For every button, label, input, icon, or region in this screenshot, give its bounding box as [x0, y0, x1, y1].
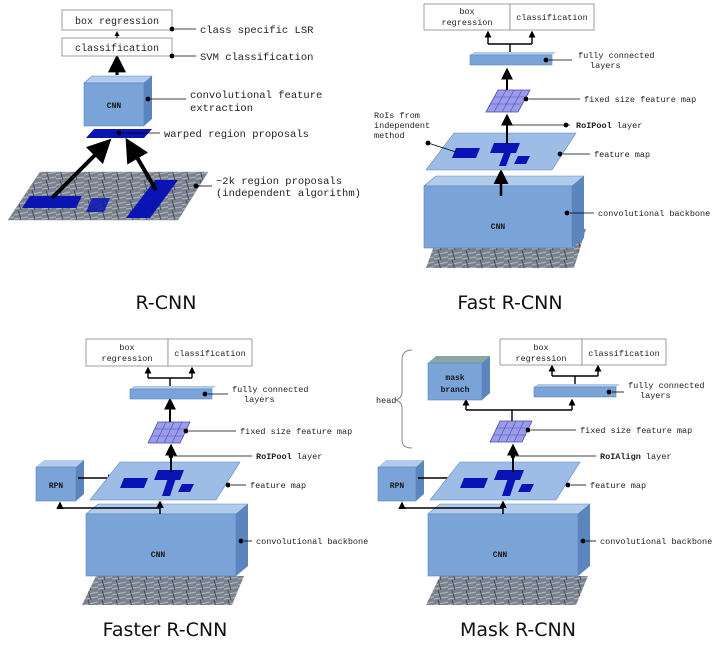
mask-roialign-label: RoIAlign layer [600, 452, 671, 462]
fast-rois-label-1: RoIs from [374, 111, 420, 121]
fast-fc-layer [469, 54, 553, 66]
faster-fc-label-2: layers [244, 395, 275, 405]
faster-box-regression-text-2: regression [101, 354, 152, 364]
rcnn-panel: CNN classification box regression class … [7, 9, 361, 314]
mask-fc-label-2: layers [640, 391, 671, 401]
fast-cnn-backbone [423, 185, 573, 249]
mask-box-regression-text-1: box [533, 343, 548, 353]
mask-rpn-label: RPN [390, 482, 405, 491]
faster-cnn-label: CNN [151, 551, 166, 560]
mask-roi [494, 470, 524, 480]
fast-box-regression-text-2: regression [441, 18, 492, 28]
faster-roi [162, 478, 176, 496]
faster-fixed-label: fixed size feature map [240, 427, 352, 437]
faster-backbone-label: convolutional backbone [256, 537, 368, 547]
mask-cnn-label: CNN [493, 551, 508, 560]
fast-roi [452, 148, 480, 158]
rcnn-region-proposal [126, 180, 178, 218]
mask-branch-label-1: mask [445, 374, 464, 383]
fast-feature-map-label: feature map [594, 150, 650, 160]
faster-fc-label-1: fully connected [232, 385, 309, 395]
rcnn-warped-label: warped region proposals [164, 129, 309, 141]
head-bracket [394, 349, 413, 449]
rcnn-cnn-label: CNN [107, 102, 122, 111]
rcnn-region-proposal [22, 196, 82, 208]
rcnn-proposals-label-1: ~2k region proposals [216, 176, 342, 188]
mask-input-image [426, 576, 588, 605]
fast-roi [490, 143, 520, 153]
mask-cnn-backbone [427, 513, 579, 577]
fast-box-regression-text-1: box [459, 7, 474, 17]
mask-roi [518, 484, 534, 492]
mask-rcnn-panel: CNN convolutional backbone RPN feature m… [376, 338, 712, 641]
fast-fc-label-1: fully connected [578, 51, 655, 61]
mask-fixed-label: fixed size feature map [580, 426, 692, 436]
faster-rcnn-panel: CNN convolutional backbone RPN feature m… [35, 338, 368, 641]
mask-fixed-feature-map [489, 420, 533, 443]
fast-fixed-label: fixed size feature map [584, 95, 696, 105]
mask-roi [502, 478, 516, 496]
faster-box-regression-text-1: box [119, 343, 134, 353]
mask-classification-text: classification [588, 349, 659, 359]
fast-classification-text: classification [516, 13, 587, 23]
faster-cnn-backbone [85, 513, 237, 577]
fast-rcnn-panel: CNN convolutional backbone feature map R… [374, 3, 710, 314]
fast-fixed-feature-map [485, 89, 531, 113]
mask-fc-label-1: fully connected [628, 381, 705, 391]
faster-fixed-feature-map [147, 421, 191, 444]
fast-cnn-label: CNN [491, 223, 506, 232]
rcnn-classification-text: classification [75, 43, 159, 55]
mask-feature-map [429, 461, 581, 501]
mask-box-regression-box [499, 338, 583, 366]
faster-rpn [35, 466, 77, 502]
rcnn-arrow [50, 138, 112, 200]
rcnn-cnn-top [83, 75, 153, 84]
rcnn-conv-feat-label-2: extraction [190, 103, 253, 115]
faster-title: Faster R-CNN [103, 619, 228, 641]
mask-branch [427, 362, 483, 401]
rcnn-region-proposal [86, 198, 110, 212]
mask-backbone-label: convolutional backbone [600, 537, 712, 547]
faster-fc-layer [129, 388, 213, 400]
fast-roipool-label: RoIPool layer [576, 121, 642, 131]
faster-roi [178, 484, 194, 492]
faster-input-image [82, 576, 244, 605]
mask-box-regression-text-2: regression [515, 354, 566, 364]
faster-roipool-label: RoIPool layer [256, 452, 322, 462]
mask-title: Mask R-CNN [460, 619, 576, 641]
mask-feature-map-label: feature map [590, 481, 646, 491]
faster-classification-box [167, 338, 253, 367]
fast-fc-label-2: layers [590, 61, 621, 71]
faster-rpn-label: RPN [49, 482, 64, 491]
mask-fc-layer [533, 386, 617, 398]
rcnn-class-specific-label: class specific LSR [200, 25, 314, 37]
rcnn-box-regression-box [61, 9, 173, 31]
rcnn-arrow [125, 137, 158, 192]
mask-roi [460, 478, 488, 488]
fast-box-regression-box [423, 3, 511, 31]
mask-branch-label-2: branch [441, 386, 470, 395]
rcnn-conv-feat-label-1: convolutional feature [190, 90, 322, 102]
fast-roi [514, 156, 530, 164]
fast-title: Fast R-CNN [457, 292, 562, 314]
faster-roi [154, 470, 184, 480]
fast-rois-label-2: independent [374, 121, 430, 131]
fast-classification-box [509, 3, 595, 31]
mask-rpn [377, 466, 417, 502]
rcnn-svm-label: SVM classification [200, 52, 313, 64]
fast-rois-label-3: method [374, 131, 405, 141]
fast-backbone-label: convolutional backbone [598, 209, 710, 219]
mask-head-label: head [376, 396, 396, 406]
rcnn-box-regression-text: box regression [75, 16, 159, 28]
rcnn-cnn-front [83, 82, 145, 127]
fast-roi [499, 150, 512, 166]
rcnn-title: R-CNN [136, 292, 197, 314]
faster-roi [120, 478, 148, 488]
mask-classification-box [581, 338, 667, 366]
rcnn-proposals-label-2: (independent algorithm) [216, 188, 361, 200]
faster-feature-map-label: feature map [250, 481, 306, 491]
faster-classification-text: classification [174, 349, 245, 359]
faster-feature-map [89, 461, 241, 501]
